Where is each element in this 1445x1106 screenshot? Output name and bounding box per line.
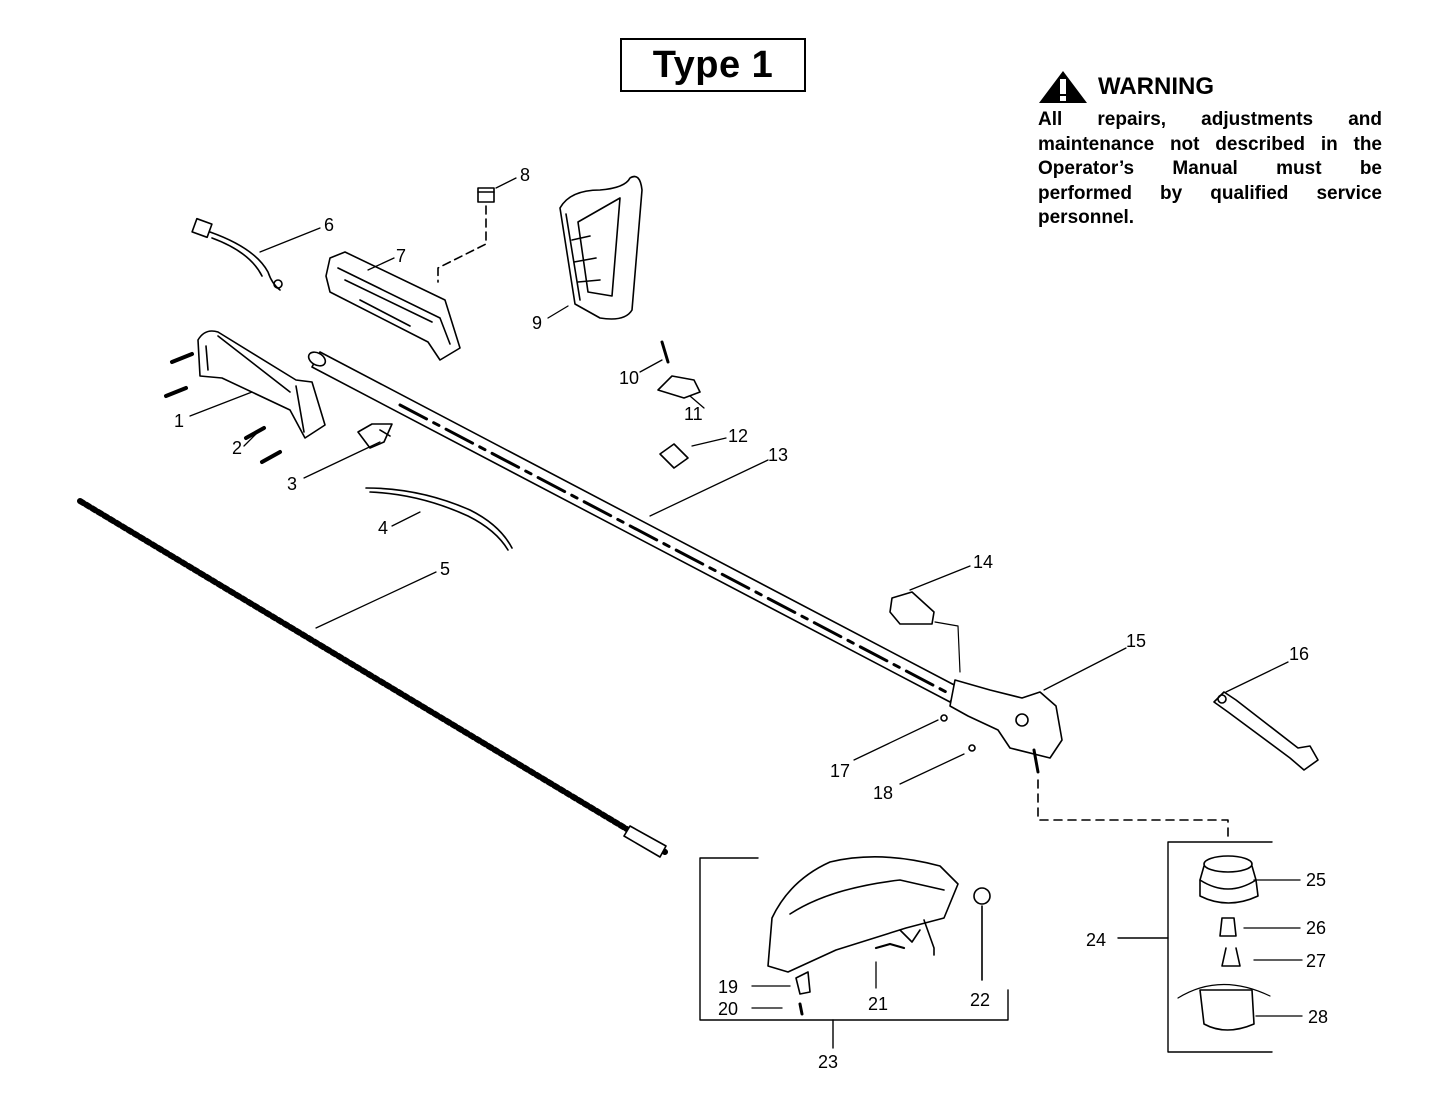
wrench-tool [1213,691,1319,771]
handle-clamp [657,340,701,469]
part-label-15: 15 [1126,631,1146,651]
part-label-8: 8 [520,165,530,185]
shield-bracket [889,591,935,625]
part-label-5: 5 [440,559,450,579]
warning-text: All repairs, adjustments and maintenance… [1038,109,1382,228]
throttle-cable [365,487,513,551]
part-label-18: 18 [873,783,893,803]
retainer-clip [477,187,495,203]
part-label-14: 14 [973,552,993,572]
bracket-bolts [940,714,976,752]
screws [164,352,282,464]
part-label-27: 27 [1306,951,1326,971]
part-label-24: 24 [1086,930,1106,950]
drive-shaft [77,498,668,858]
rear-handle [197,330,326,439]
part-label-22: 22 [970,990,990,1010]
part-label-17: 17 [830,761,850,781]
part-label-16: 16 [1289,644,1309,664]
warning-heading: WARNING [1098,73,1214,100]
part-label-4: 4 [378,518,388,538]
shaft-tube [307,351,961,703]
part-label-3: 3 [287,474,297,494]
part-label-20: 20 [718,999,738,1019]
leader-lines [189,177,1303,1017]
grass-shield [767,856,959,973]
wire-harness [191,217,283,291]
part-label-19: 19 [718,977,738,997]
part-label-23: 23 [818,1052,838,1072]
part-label-7: 7 [396,246,406,266]
part-label-11: 11 [684,404,703,424]
part-label-25: 25 [1306,870,1326,890]
part-label-2: 2 [232,438,242,458]
handle-housing [325,251,461,361]
part-label-28: 28 [1308,1007,1328,1027]
part-label-12: 12 [728,426,748,446]
warning-notice: WARNING All repairs, adjustments and mai… [1038,70,1382,231]
throttle-trigger [357,423,393,449]
loop-handle [559,175,643,320]
warning-triangle-icon [1039,71,1087,103]
shield-nut [973,887,991,905]
trimmer-head [1177,855,1271,1031]
part-label-1: 1 [174,411,184,431]
part-label-26: 26 [1306,918,1326,938]
part-label-6: 6 [324,215,334,235]
part-label-9: 9 [532,313,542,333]
part-label-10: 10 [619,368,639,388]
shield-fasteners [795,971,811,1016]
gear-head [949,679,1063,774]
part-labels: 1 2 3 4 5 6 7 8 9 10 11 12 13 14 15 16 1… [174,165,1328,1072]
part-label-13: 13 [768,445,788,465]
part-label-21: 21 [868,994,888,1014]
diagram-title: Type 1 [620,38,806,92]
